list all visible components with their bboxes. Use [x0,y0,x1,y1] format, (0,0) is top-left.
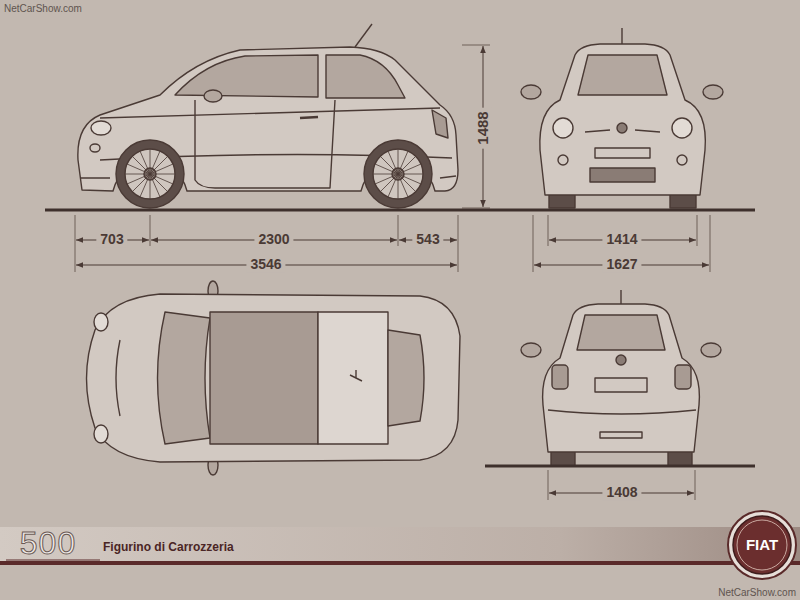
dimension-line [533,215,710,272]
rear-view [600,432,642,438]
rear-view [577,315,665,350]
front-view [672,118,692,138]
dimension-label: 1414 [602,232,641,247]
front-view [553,118,573,138]
dimension-label: 1627 [602,257,641,272]
ground-line [485,465,755,468]
wheel [373,149,423,199]
top-view [87,294,461,462]
watermark: NetCarShow.com [4,3,82,14]
rear-view [595,378,647,392]
band-title: Figurino di Carrozzeria [103,541,234,554]
wheel [125,149,175,199]
front-view [595,148,650,158]
rear-view [616,355,626,365]
title-band [0,561,800,565]
top-view [116,340,120,416]
front-view [578,55,667,95]
front-view [585,130,660,132]
top-view [350,370,362,381]
side-view [90,144,100,152]
title-band [0,527,800,565]
brand-logo: FIAT [746,537,778,554]
front-view [677,155,687,165]
fiat-badge [737,520,787,570]
dimension-label: 3546 [246,257,285,272]
side-view [91,121,111,135]
top-view [94,313,108,331]
wheel [116,140,432,208]
side-view [355,24,372,47]
top-view [87,281,461,475]
top-view [388,330,424,426]
front-view [590,168,655,182]
side-view [326,55,405,98]
watermark: NetCarShow.com [718,587,796,598]
dimension-line [75,45,710,500]
front-view [617,123,627,133]
dimension-label: 543 [412,232,443,247]
side-view [204,90,222,102]
fiat-badge [728,511,796,579]
dimension-label: 1488 [475,107,492,148]
wheel [373,149,423,199]
side-view [175,55,318,97]
rear-view [552,365,568,389]
front-view [521,85,541,99]
wheel [364,140,432,208]
rear-view [701,343,721,357]
rear-view [675,365,691,389]
rear-view [620,290,621,304]
wheel [125,149,175,199]
side-view [300,117,318,118]
dimension-label: 2300 [254,232,293,247]
side-view [100,108,440,118]
side-view [432,110,448,138]
rear-view [543,304,700,452]
title-band [0,527,800,561]
dimension-line [548,470,695,500]
ground-line [45,209,755,212]
front-view [703,85,723,99]
fiat-badge [728,511,796,579]
ground-line [45,210,755,466]
front-view [558,155,568,165]
dimension-label: 703 [96,232,127,247]
rear-view [521,343,541,357]
wheel [116,140,184,208]
front-view [521,28,723,208]
rear-view [548,410,696,414]
fiat-badge [733,516,791,574]
dimension-line [75,215,458,272]
rear-view [521,290,721,466]
top-view [318,312,388,444]
top-view [210,312,318,444]
model-logo: 500 [20,526,76,561]
top-view [158,312,211,444]
top-view [94,425,108,443]
dimension-label: 1408 [602,485,641,500]
front-view [621,28,622,44]
front-view [540,44,706,195]
